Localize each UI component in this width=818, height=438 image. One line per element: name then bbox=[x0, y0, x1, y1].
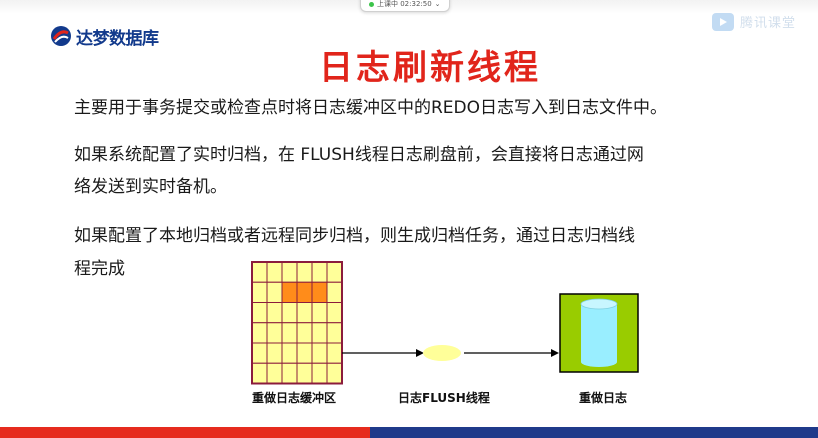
buffer-cell bbox=[296, 302, 313, 324]
dameng-logo-icon bbox=[51, 26, 71, 46]
buffer-cell bbox=[251, 342, 268, 364]
buffer-cell bbox=[281, 322, 298, 344]
footer-bar-blue bbox=[370, 427, 818, 438]
buffer-cell bbox=[311, 362, 328, 384]
paragraph-2-line-1: 如果系统配置了实时归档，在 FLUSH线程日志刷盘前，会直接将日志通过网 bbox=[74, 145, 644, 165]
recording-label: 上课中 02:32:50 bbox=[377, 0, 432, 8]
arrowhead-2 bbox=[551, 349, 559, 357]
buffer-cell bbox=[326, 362, 343, 384]
buffer-cell bbox=[266, 342, 283, 364]
buffer-cell bbox=[281, 261, 298, 283]
log-caption: 重做日志 bbox=[579, 391, 628, 405]
buffer-cell bbox=[281, 281, 298, 303]
buffer-grid-border bbox=[251, 261, 343, 385]
buffer-cell bbox=[311, 322, 328, 344]
buffer-cell bbox=[296, 261, 313, 283]
slide-title: 日志刷新线程 bbox=[319, 48, 541, 88]
buffer-caption: 重做日志缓冲区 bbox=[252, 391, 337, 405]
dameng-logo: 达梦数据库 bbox=[50, 23, 159, 49]
buffer-cell bbox=[281, 342, 298, 364]
buffer-cell bbox=[266, 302, 283, 324]
paragraph-3-line-2: 程完成 bbox=[74, 259, 125, 279]
buffer-cell bbox=[251, 261, 268, 283]
watermark: 腾讯课堂 bbox=[712, 12, 796, 31]
paragraph-3-line-1: 如果配置了本地归档或者远程同步归档，则生成归档任务，通过日志归档线 bbox=[74, 226, 635, 246]
chevron-down-icon: ⌄ bbox=[434, 0, 441, 8]
buffer-cell bbox=[326, 261, 343, 283]
recording-dot-icon bbox=[369, 1, 374, 7]
buffer-cell bbox=[296, 362, 313, 384]
watermark-text: 腾讯课堂 bbox=[740, 16, 797, 31]
redo-buffer-grid bbox=[251, 261, 343, 385]
buffer-cell bbox=[266, 281, 283, 303]
buffer-cell bbox=[326, 322, 343, 344]
brand-name: 达梦数据库 bbox=[76, 28, 159, 49]
redo-log-cylinder-icon bbox=[580, 298, 618, 367]
buffer-cell bbox=[281, 302, 298, 324]
flush-thread-ellipse bbox=[423, 345, 461, 361]
play-icon bbox=[712, 12, 734, 31]
buffer-cell bbox=[251, 302, 268, 324]
arrowhead-1 bbox=[416, 349, 424, 357]
buffer-cell bbox=[281, 362, 298, 384]
buffer-cell bbox=[251, 362, 268, 384]
paragraph-1: 主要用于事务提交或检查点时将日志缓冲区中的REDO日志写入到日志文件中。 bbox=[74, 98, 668, 118]
buffer-cell bbox=[326, 281, 343, 303]
thread-caption: 日志FLUSH线程 bbox=[398, 391, 490, 405]
buffer-cell bbox=[296, 342, 313, 364]
buffer-cell bbox=[311, 342, 328, 364]
buffer-cell bbox=[251, 322, 268, 344]
buffer-cell bbox=[311, 261, 328, 283]
buffer-cell bbox=[266, 261, 283, 283]
buffer-cell bbox=[266, 362, 283, 384]
buffer-cell bbox=[266, 322, 283, 344]
buffer-cell bbox=[326, 302, 343, 324]
buffer-cell bbox=[251, 281, 268, 303]
buffer-cell bbox=[311, 281, 328, 303]
recording-status-pill[interactable]: 上课中 02:32:50 ⌄ bbox=[360, 0, 450, 12]
footer-bar-red bbox=[0, 427, 370, 438]
buffer-cell bbox=[311, 302, 328, 324]
paragraph-2-line-2: 络发送到实时备机。 bbox=[74, 177, 227, 197]
buffer-cell bbox=[326, 342, 343, 364]
buffer-cell bbox=[296, 281, 313, 303]
buffer-cell bbox=[296, 322, 313, 344]
